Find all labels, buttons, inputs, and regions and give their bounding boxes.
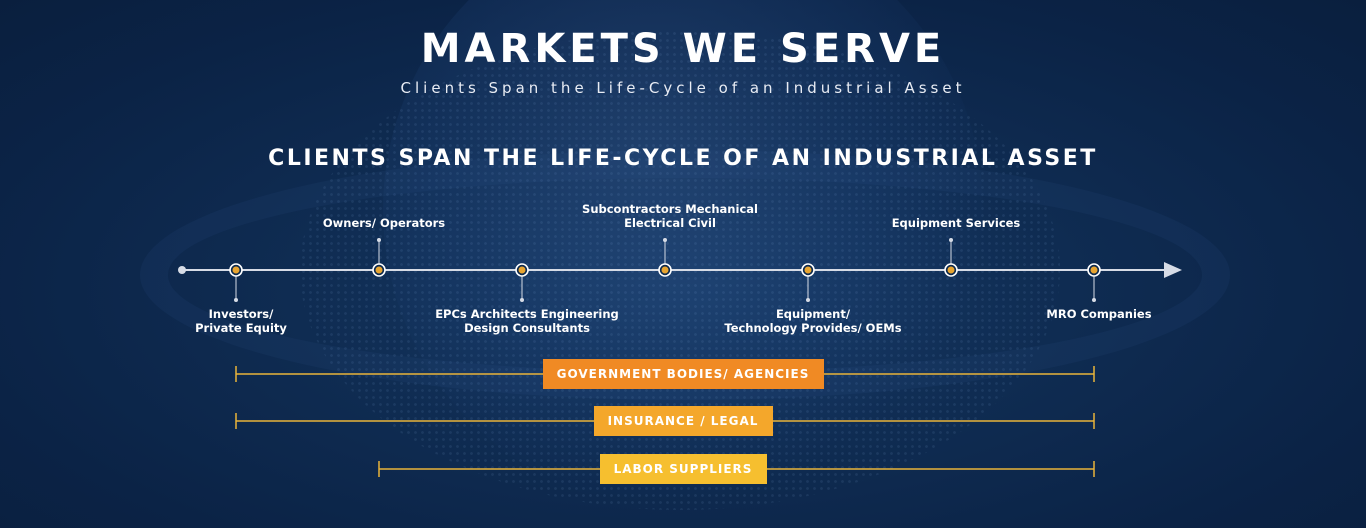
stage-connector-dot xyxy=(520,298,524,302)
stage-node xyxy=(947,266,955,274)
arrow-right-icon xyxy=(1164,262,1182,278)
span-label-bar: GOVERNMENT BODIES/ AGENCIES xyxy=(542,359,824,389)
stage-node xyxy=(518,266,526,274)
stage-connector-dot xyxy=(377,238,381,242)
stage-node xyxy=(1090,266,1098,274)
stage-label: Equipment Services xyxy=(891,216,1021,230)
stage-node xyxy=(661,266,669,274)
stage-label: Owners/ Operators xyxy=(322,216,446,230)
timeline xyxy=(178,238,1182,302)
stage-label: Investors/Private Equity xyxy=(195,307,287,335)
page-subtitle: Clients Span the Life-Cycle of an Indust… xyxy=(400,79,966,97)
span-label-bar: INSURANCE / LEGAL xyxy=(593,406,773,436)
stage-node xyxy=(375,266,383,274)
stage-connector-dot xyxy=(806,298,810,302)
stage-connector-dot xyxy=(1092,298,1096,302)
stage-node xyxy=(232,266,240,274)
page-title: MARKETS WE SERVE xyxy=(420,26,946,72)
stage-connector-dot xyxy=(663,238,667,242)
timeline-start-dot xyxy=(178,266,186,274)
span-label-bar: LABOR SUPPLIERS xyxy=(599,454,767,484)
stage-label: MRO Companies xyxy=(1046,307,1152,321)
stage-node xyxy=(804,266,812,274)
stage-connector-dot xyxy=(949,238,953,242)
section-title: CLIENTS SPAN THE LIFE-CYCLE OF AN INDUST… xyxy=(268,146,1098,171)
stage-connector-dot xyxy=(234,298,238,302)
stage-label: Equipment/Technology Provides/ OEMs xyxy=(724,307,902,335)
